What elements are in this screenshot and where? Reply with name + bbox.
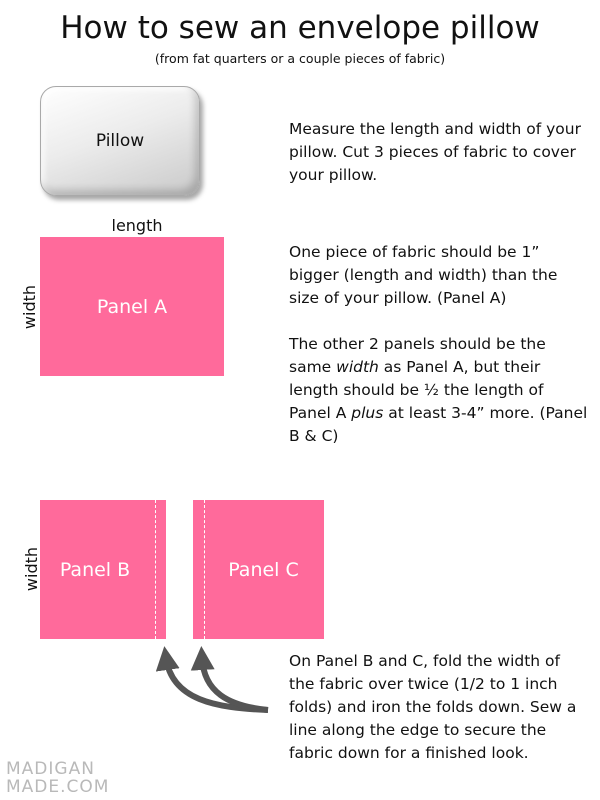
panel-a-label: Panel A bbox=[96, 295, 168, 318]
step-2-emphasis-plus: plus bbox=[351, 404, 384, 422]
length-label: length bbox=[111, 216, 163, 235]
step-3-paragraph: On Panel B and C, fold the width of the … bbox=[289, 652, 577, 762]
step-2-emphasis-width: width bbox=[336, 358, 379, 376]
panel-c: Panel C bbox=[193, 500, 324, 639]
watermark-line-2: MADE.COM bbox=[6, 777, 110, 797]
arrow-to-panel-c-icon bbox=[190, 646, 269, 713]
step-1-paragraph: Measure the length and width of your pil… bbox=[289, 120, 581, 184]
step-2-paragraph-1: One piece of fabric should be 1” bigger … bbox=[289, 243, 558, 307]
panel-a: Panel A bbox=[40, 237, 224, 376]
step-2-text-part: at least 3-4” more. (Panel B & C) bbox=[289, 404, 588, 445]
arrow-to-panel-b-icon bbox=[155, 646, 269, 713]
step-2-paragraph-2: The other 2 panels should be the same wi… bbox=[289, 333, 589, 448]
panel-b-fold-line bbox=[155, 500, 156, 639]
panel-c-fold-line bbox=[204, 500, 205, 639]
pillow-illustration: Pillow bbox=[40, 86, 200, 196]
watermark-logo: MADIGAN MADE.COM bbox=[6, 760, 109, 796]
pillow-label: Pillow bbox=[95, 131, 145, 151]
watermark-line-1: MADIGAN bbox=[6, 759, 95, 779]
panel-b-label: Panel B bbox=[59, 558, 131, 581]
step-3-text: On Panel B and C, fold the width of the … bbox=[289, 650, 589, 765]
step-1-text: Measure the length and width of your pil… bbox=[289, 118, 589, 187]
panel-b: Panel B bbox=[40, 500, 166, 639]
page-subtitle: (from fat quarters or a couple pieces of… bbox=[154, 51, 446, 66]
panel-c-label: Panel C bbox=[228, 558, 299, 581]
step-2-text-part: as Panel A, but their length should be ½… bbox=[289, 358, 544, 422]
step-2-text-part: The other 2 panels should be the same bbox=[289, 335, 546, 376]
page-title: How to sew an envelope pillow bbox=[60, 10, 540, 46]
step-2-text: One piece of fabric should be 1” bigger … bbox=[289, 241, 589, 448]
